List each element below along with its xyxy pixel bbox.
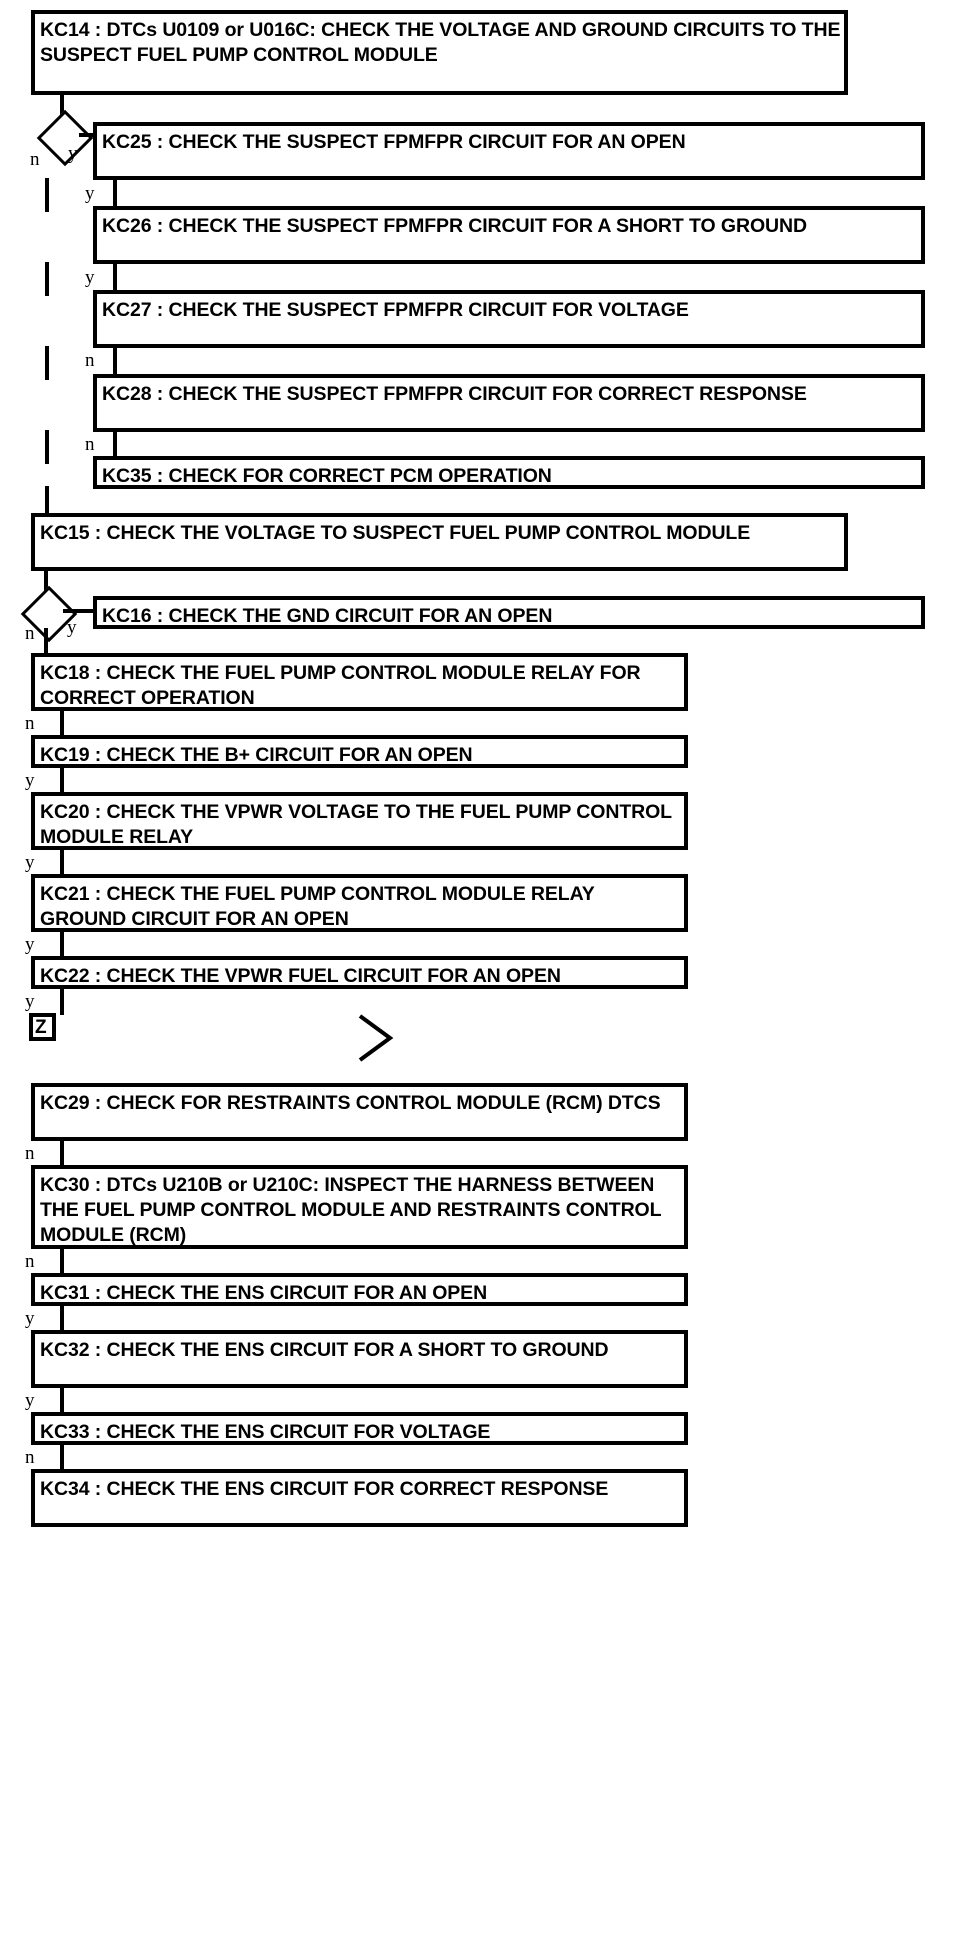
edge-label-kc26-y: y (85, 267, 95, 288)
edge-label-d2-n: n (25, 623, 35, 644)
edge-label-d1-y: y (68, 143, 78, 164)
edge-rail-n-seg3 (45, 346, 49, 380)
node-kc34[interactable]: KC34 : CHECK THE ENS CIRCUIT FOR CORRECT… (31, 1469, 688, 1527)
edge-kc26-to-kc27 (113, 264, 117, 296)
edge-rail-n-seg4 (45, 430, 49, 464)
edge-kc21-to-kc22 (60, 932, 64, 958)
edge-label-kc28-n: n (85, 434, 95, 455)
edge-kc22-to-connector-z (60, 989, 64, 1015)
edge-label-kc19-y: y (25, 770, 35, 791)
edge-label-kc29-n: n (25, 1143, 35, 1164)
edge-kc28-to-kc35 (113, 432, 117, 458)
edge-kc20-to-kc21 (60, 850, 64, 876)
edge-kc15-to-decision2 (44, 571, 48, 600)
edge-kc30-to-kc31 (60, 1249, 64, 1275)
edge-label-kc27-n: n (85, 350, 95, 371)
edge-label-kc18-n: n (25, 713, 35, 734)
node-kc18[interactable]: KC18 : CHECK THE FUEL PUMP CONTROL MODUL… (31, 653, 688, 711)
edge-label-d1-n: n (30, 149, 40, 170)
edge-label-kc32-y: y (25, 1390, 35, 1411)
edge-kc33-to-kc34 (60, 1445, 64, 1471)
edge-label-d2-y: y (67, 617, 77, 638)
decision-diamond-1[interactable] (36, 109, 94, 167)
node-kc33[interactable]: KC33 : CHECK THE ENS CIRCUIT FOR VOLTAGE (31, 1412, 688, 1445)
edge-label-kc22-y: y (25, 991, 35, 1012)
node-kc29[interactable]: KC29 : CHECK FOR RESTRAINTS CONTROL MODU… (31, 1083, 688, 1141)
node-kc26[interactable]: KC26 : CHECK THE SUSPECT FPMFPR CIRCUIT … (93, 206, 925, 264)
edge-kc18-to-kc19 (60, 711, 64, 737)
edge-decision2-to-kc16 (63, 609, 101, 613)
edge-label-kc31-y: y (25, 1308, 35, 1329)
edge-label-kc30-n: n (25, 1251, 35, 1272)
node-kc22[interactable]: KC22 : CHECK THE VPWR FUEL CIRCUIT FOR A… (31, 956, 688, 989)
edge-kc25-to-kc26 (113, 180, 117, 212)
edge-kc29-to-kc30 (60, 1141, 64, 1167)
node-kc20[interactable]: KC20 : CHECK THE VPWR VOLTAGE TO THE FUE… (31, 792, 688, 850)
node-kc16[interactable]: KC16 : CHECK THE GND CIRCUIT FOR AN OPEN (93, 596, 925, 629)
edge-rail-n-seg2 (45, 262, 49, 296)
node-kc19[interactable]: KC19 : CHECK THE B+ CIRCUIT FOR AN OPEN (31, 735, 688, 768)
edge-label-kc25-y: y (85, 183, 95, 204)
edge-kc32-to-kc33 (60, 1388, 64, 1414)
node-kc30[interactable]: KC30 : DTCs U210B or U210C: INSPECT THE … (31, 1165, 688, 1249)
edge-decision2-n-to-kc18 (44, 628, 48, 655)
node-kc31[interactable]: KC31 : CHECK THE ENS CIRCUIT FOR AN OPEN (31, 1273, 688, 1306)
edge-label-kc33-n: n (25, 1447, 35, 1468)
edge-label-kc21-y: y (25, 934, 35, 955)
node-kc35[interactable]: KC35 : CHECK FOR CORRECT PCM OPERATION (93, 456, 925, 489)
node-kc25[interactable]: KC25 : CHECK THE SUSPECT FPMFPR CIRCUIT … (93, 122, 925, 180)
node-kc21[interactable]: KC21 : CHECK THE FUEL PUMP CONTROL MODUL… (31, 874, 688, 932)
edge-rail-n-seg1 (45, 178, 49, 212)
node-kc14[interactable]: KC14 : DTCs U0109 or U016C: CHECK THE VO… (31, 10, 848, 95)
edge-kc31-to-kc32 (60, 1306, 64, 1332)
edge-kc19-to-kc20 (60, 768, 64, 794)
edge-label-kc20-y: y (25, 852, 35, 873)
node-kc32[interactable]: KC32 : CHECK THE ENS CIRCUIT FOR A SHORT… (31, 1330, 688, 1388)
node-kc15[interactable]: KC15 : CHECK THE VOLTAGE TO SUSPECT FUEL… (31, 513, 848, 571)
edge-kc27-to-kc28 (113, 348, 117, 380)
node-kc27[interactable]: KC27 : CHECK THE SUSPECT FPMFPR CIRCUIT … (93, 290, 925, 348)
node-kc28[interactable]: KC28 : CHECK THE SUSPECT FPMFPR CIRCUIT … (93, 374, 925, 432)
connector-z-offpage[interactable]: Z (29, 1013, 56, 1041)
edge-rail-n-to-kc15 (45, 486, 49, 513)
page-break-chevron-icon (352, 1010, 400, 1066)
